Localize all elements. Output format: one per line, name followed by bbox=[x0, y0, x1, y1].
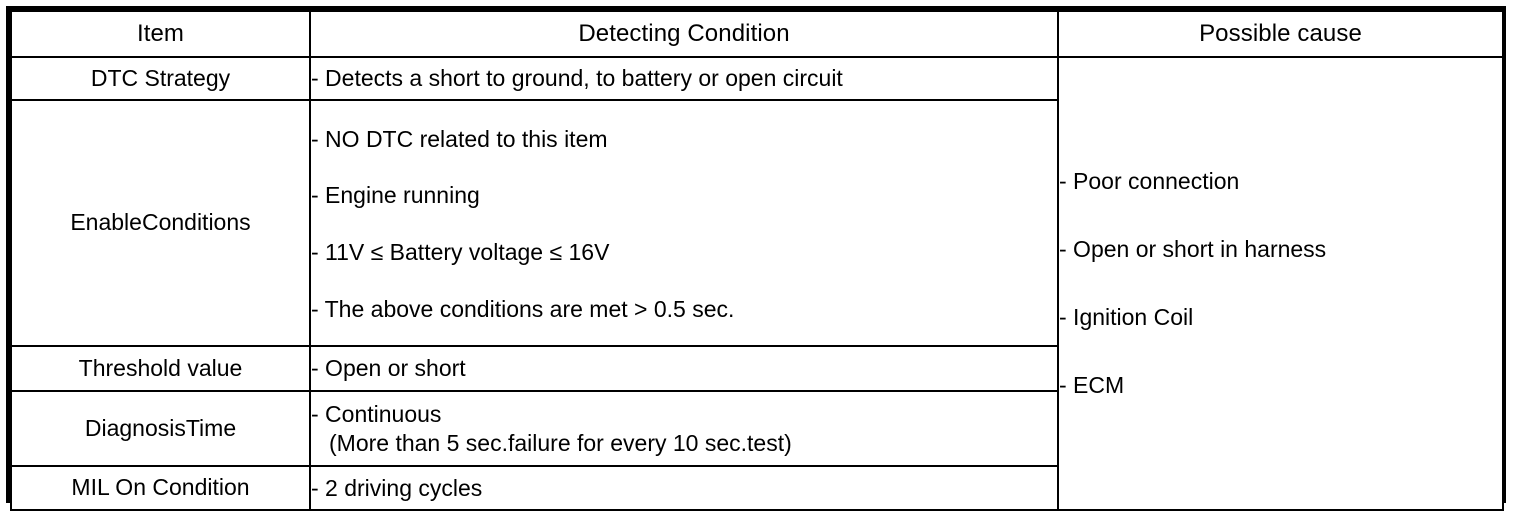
detect-cell-dtc-strategy: - Detects a short to ground, to battery … bbox=[309, 56, 1059, 101]
item-label-threshold-value: Threshold value bbox=[10, 345, 311, 392]
possible-cause-list: - Poor connection - Open or short in har… bbox=[1059, 167, 1502, 399]
detect-line: - 2 driving cycles bbox=[311, 474, 483, 501]
item-label-diagnosis-time: DiagnosisTime bbox=[10, 390, 311, 467]
detect-line: - 11V ≤ Battery voltage ≤ 16V bbox=[311, 239, 610, 265]
diagnosis-time-lines: - Continuous (More than 5 sec.failure fo… bbox=[311, 394, 1057, 464]
detect-line: - Detects a short to ground, to battery … bbox=[311, 65, 843, 92]
dtc-diagnostic-table: Item Detecting Condition Possible cause … bbox=[6, 6, 1506, 511]
possible-cause-cell: - Poor connection - Open or short in har… bbox=[1057, 56, 1504, 511]
table-row-diagnosis-time: DiagnosisTime - Continuous (More than 5 … bbox=[10, 390, 1503, 467]
possible-cause-item: - Open or short in harness bbox=[1059, 235, 1327, 262]
diagnostic-table: Item Detecting Condition Possible cause … bbox=[10, 10, 1504, 511]
detect-line: - Open or short bbox=[311, 355, 466, 382]
item-label-mil-on-condition: MIL On Condition bbox=[10, 465, 311, 511]
column-header-item: Item bbox=[10, 10, 311, 58]
detect-cell-enable-conditions: - NO DTC related to this item - Engine r… bbox=[309, 99, 1059, 347]
detect-line: - NO DTC related to this item bbox=[311, 125, 608, 152]
possible-cause-item: - ECM bbox=[1059, 372, 1125, 399]
detect-line: - Engine running bbox=[311, 182, 480, 209]
table-row-mil-on-condition: MIL On Condition - 2 driving cycles bbox=[10, 465, 1503, 511]
detect-cell-threshold-value: - Open or short bbox=[309, 345, 1059, 392]
possible-cause-item: - Ignition Coil bbox=[1059, 303, 1194, 330]
detect-subline: (More than 5 sec.failure for every 10 se… bbox=[329, 429, 792, 456]
table-header-row: Item Detecting Condition Possible cause bbox=[10, 10, 1504, 58]
possible-cause-item: - Poor connection bbox=[1059, 167, 1240, 194]
item-label-dtc-strategy: DTC Strategy bbox=[10, 56, 311, 101]
detect-line: - Continuous bbox=[311, 400, 442, 427]
item-label-enable-conditions: EnableConditions bbox=[10, 99, 311, 347]
detect-cell-mil-on-condition: - 2 driving cycles bbox=[309, 465, 1059, 511]
detect-cell-diagnosis-time: - Continuous (More than 5 sec.failure fo… bbox=[309, 390, 1059, 467]
table-row-enable-conditions: EnableConditions - NO DTC related to thi… bbox=[10, 99, 1503, 347]
detect-line: - The above conditions are met > 0.5 sec… bbox=[311, 295, 735, 322]
table-row-threshold-value: Threshold value - Open or short bbox=[10, 345, 1503, 392]
table-row-dtc-strategy: DTC Strategy - Detects a short to ground… bbox=[10, 56, 1504, 511]
column-header-possible-cause: Possible cause bbox=[1057, 10, 1504, 58]
enable-conditions-list: - NO DTC related to this item - Engine r… bbox=[311, 111, 1057, 336]
column-header-detecting-condition: Detecting Condition bbox=[309, 10, 1059, 58]
